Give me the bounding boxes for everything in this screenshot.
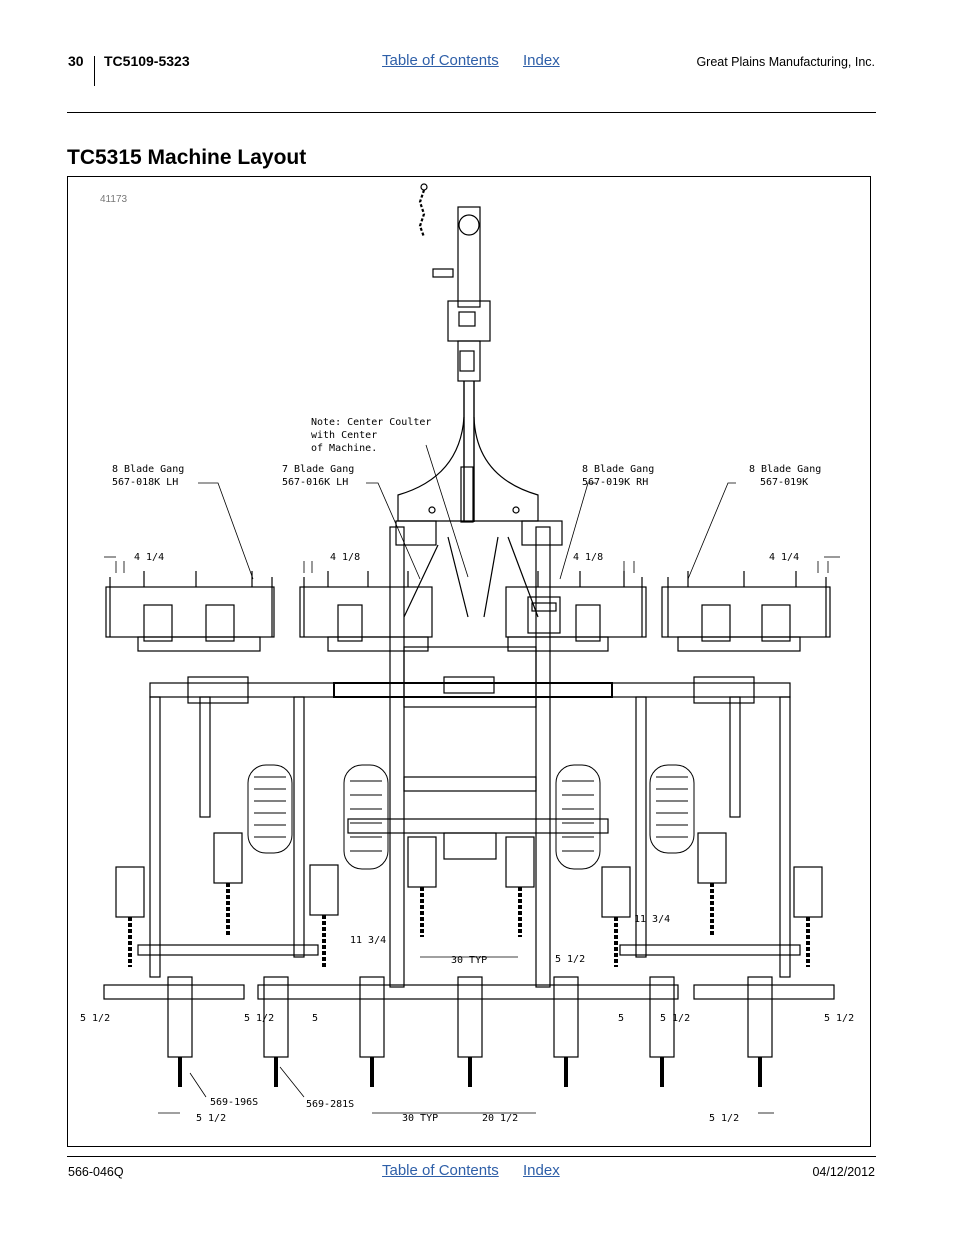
gang-3-line2: 567-019K RH — [582, 477, 648, 488]
rear-toolbar — [103, 944, 835, 1000]
dim-5-1-2-a: 5 1/2 — [80, 1013, 110, 1024]
dim-4-1-8-right: 4 1/8 — [573, 552, 603, 563]
header-rule — [67, 112, 876, 113]
rear-shanks — [167, 976, 773, 1087]
figure-number: 41173 — [100, 194, 128, 205]
dim-4-1-4-left: 4 1/4 — [134, 552, 164, 563]
page-title: TC5315 Machine Layout — [67, 146, 307, 169]
shank-assemblies — [115, 832, 823, 967]
note-line-1: Note: Center Coulter — [311, 417, 431, 428]
footer-doc-code: 566-046Q — [68, 1165, 124, 1179]
note-line-2: with Center — [311, 430, 377, 441]
footer-rule — [67, 1156, 876, 1157]
toc-link-footer[interactable]: Table of Contents — [382, 1162, 499, 1179]
dim-4-1-8-left: 4 1/8 — [330, 552, 360, 563]
toc-link-header[interactable]: Table of Contents — [382, 52, 499, 69]
dim-11-3-4-left: 11 3/4 — [350, 935, 386, 946]
part-569-196s: 569-196S — [210, 1097, 258, 1108]
dim-30-typ-mid: 30 TYP — [451, 955, 487, 966]
dim-11-3-4-right: 11 3/4 — [634, 914, 670, 925]
dim-5-1-2-d: 5 1/2 — [824, 1013, 854, 1024]
footer-date: 04/12/2012 — [812, 1165, 875, 1179]
dim-30-typ-bottom: 30 TYP — [402, 1113, 438, 1124]
machine-layout-drawing: Note: Center Coulter with Center of Mach… — [80, 183, 854, 1124]
header-divider — [94, 56, 95, 86]
disc-gang-rh-8b — [661, 571, 831, 652]
gang-4-line1: 8 Blade Gang — [749, 464, 821, 475]
gang-4-line2: 567-019K — [760, 477, 808, 488]
document-id: TC5109-5323 — [104, 53, 190, 69]
gang-1-line1: 8 Blade Gang — [112, 464, 184, 475]
note-line-3: of Machine. — [311, 443, 377, 454]
dim-5-a: 5 — [312, 1013, 318, 1024]
index-link-header[interactable]: Index — [523, 52, 560, 69]
page-number: 30 — [68, 53, 84, 69]
leader-lines — [104, 444, 840, 1114]
dim-5-1-2-b: 5 1/2 — [244, 1013, 274, 1024]
transport-wheels — [247, 764, 695, 870]
dim-5-1-2-bottom-left: 5 1/2 — [196, 1113, 226, 1124]
gang-2-line2: 567-016K LH — [282, 477, 348, 488]
company-name: Great Plains Manufacturing, Inc. — [696, 55, 875, 69]
disc-gang-lh-7 — [299, 571, 433, 652]
dim-4-1-4-right: 4 1/4 — [769, 552, 799, 563]
part-569-281s: 569-281S — [306, 1099, 354, 1110]
machine-layout-figure: 41173 — [67, 176, 871, 1147]
index-link-footer[interactable]: Index — [523, 1162, 560, 1179]
gang-3-line1: 8 Blade Gang — [582, 464, 654, 475]
hitch-assembly — [397, 183, 539, 523]
dim-5-1-2-bottom-right: 5 1/2 — [709, 1113, 739, 1124]
gang-1-line2: 567-018K LH — [112, 477, 178, 488]
disc-gang-rh-8 — [505, 571, 647, 652]
disc-gang-lh-8 — [105, 571, 275, 652]
dim-5-1-2-c: 5 1/2 — [660, 1013, 690, 1024]
gang-2-line1: 7 Blade Gang — [282, 464, 354, 475]
dim-5-b: 5 — [618, 1013, 624, 1024]
dim-5-1-2-mid: 5 1/2 — [555, 954, 585, 965]
main-frame — [149, 520, 791, 988]
dim-20-1-2: 20 1/2 — [482, 1113, 518, 1124]
